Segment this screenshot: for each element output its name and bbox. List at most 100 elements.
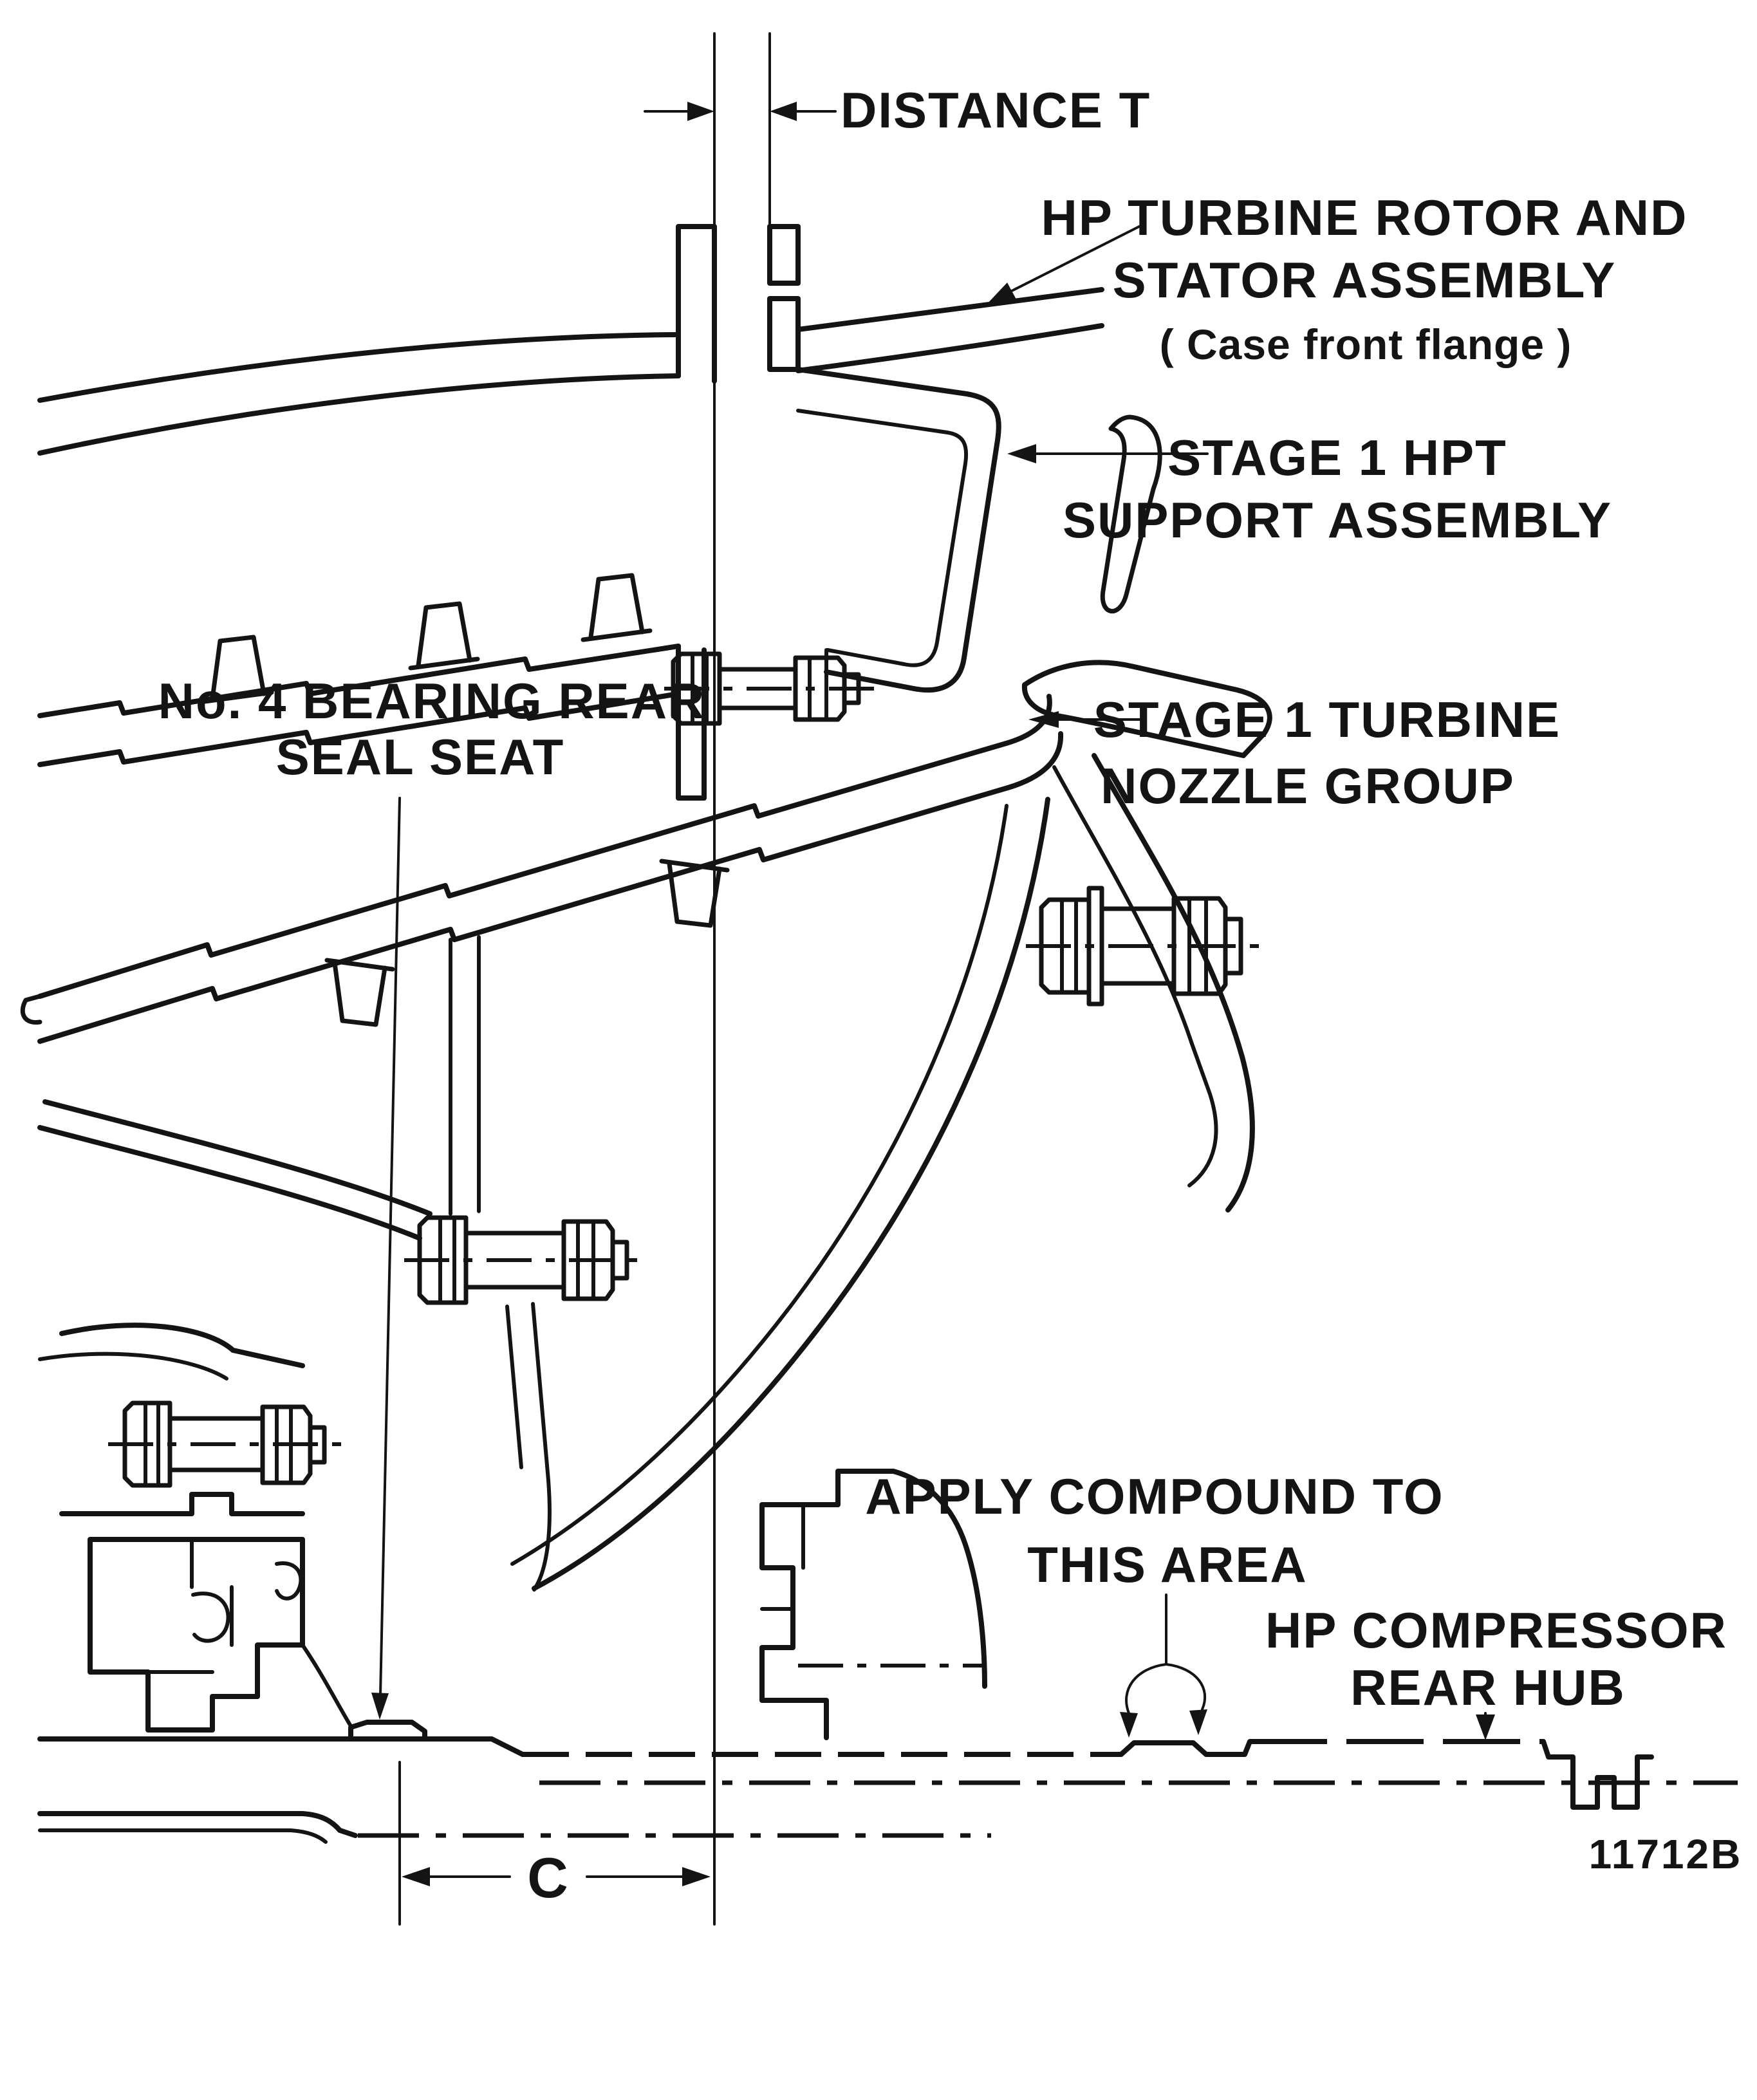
nozzle-vane-curve-inner [1052, 765, 1194, 1046]
seat-link [301, 1643, 353, 1728]
arrow-down-icon [371, 1693, 389, 1720]
balloon-arc-left [1125, 1663, 1167, 1714]
case-bottom-line-right [795, 323, 1104, 373]
case-flange-bracket [676, 644, 707, 801]
housing-top-curve [59, 1323, 305, 1368]
apply-compound-label-2: THIS AREA [1027, 1536, 1307, 1593]
nozzle-bolt-shank [1099, 906, 1176, 986]
housing-ledge [59, 1492, 305, 1516]
case-boss [408, 601, 480, 671]
hp-turbine-label-1: HP TURBINE ROTOR AND [1041, 189, 1688, 246]
no4-seal-seat [348, 1720, 427, 1740]
housing-top-inner [38, 1352, 228, 1380]
bearing-bolt-shank [167, 1416, 265, 1473]
leader-line [1009, 225, 1140, 293]
arrow-left-icon [402, 1867, 430, 1886]
stage1-nozzle-callout: STAGE 1 TURBINE NOZZLE GROUP [1028, 691, 1561, 814]
stage1-nozzle-label-1: STAGE 1 TURBINE [1093, 691, 1561, 748]
seal-housing-block [88, 1537, 305, 1733]
hub-end-clevis [1541, 1739, 1654, 1810]
hub-cone [759, 1469, 987, 1740]
compound-area-bump [1119, 1740, 1209, 1757]
hp-compressor-label-1: HP COMPRESSOR [1265, 1602, 1727, 1659]
c-dimension-label: C [527, 1846, 568, 1910]
arrow-left-icon [770, 102, 797, 121]
case-boss [324, 958, 395, 1027]
bearing-bolt-nut [260, 1404, 313, 1485]
support-inner-wall [796, 409, 969, 667]
arrow-down-icon [1476, 1714, 1495, 1740]
hub-cone-inner [760, 1503, 805, 1611]
distance-t-dimension: DISTANCE T [644, 82, 1151, 138]
lp-shaft-top [37, 1811, 358, 1838]
hp-turbine-callout: HP TURBINE ROTOR AND STATOR ASSEMBLY ( C… [986, 189, 1688, 368]
lp-shaft-bottom [38, 1828, 328, 1844]
arrow-left-icon [1028, 711, 1059, 728]
hub-cone-steps [759, 1469, 896, 1740]
hub-step-up [1242, 1739, 1252, 1757]
apply-compound-callout: APPLY COMPOUND TO THIS AREA [865, 1468, 1443, 1738]
hp-turbine-label-3: ( Case front flange ) [1160, 321, 1572, 368]
shaft-surface-left [37, 1736, 525, 1757]
case-front-flange [676, 224, 801, 384]
hp-turbine-label-2: STATOR ASSEMBLY [1113, 252, 1617, 308]
inner-case-curve-bottom [37, 1125, 422, 1241]
support-outer-wall [795, 367, 1001, 693]
support-cone-outer [532, 797, 1050, 1591]
case-boss [202, 635, 274, 704]
case-bottom-line [37, 373, 681, 456]
mid-bolt-shank [463, 1231, 566, 1290]
arrow-down-icon [1120, 1712, 1138, 1738]
nozzle-bolt-tip [1223, 916, 1243, 976]
flange-left-plate [676, 224, 717, 384]
mid-bolt-nut [561, 1219, 615, 1301]
bearing-housing [38, 1323, 427, 1740]
bearing-bolt-head [122, 1400, 172, 1488]
stage1-nozzle-label-2: NOZZLE GROUP [1101, 757, 1515, 814]
flange-right-plate-lower [767, 296, 801, 372]
cone-strut [505, 1302, 552, 1592]
stepped-case-top [37, 644, 681, 718]
hpt-support-assembly [795, 367, 1162, 693]
hp-compressor-callout: HP COMPRESSOR REAR HUB [1265, 1602, 1727, 1740]
mid-bolt-head [417, 1215, 469, 1305]
mid-frame [37, 797, 1050, 1592]
frame-hanger-struts [449, 935, 481, 1216]
diffuser-case [20, 694, 1064, 1044]
support-hook [1100, 414, 1162, 614]
distance-t-label: DISTANCE T [841, 82, 1151, 138]
balloon-arc-right [1165, 1663, 1207, 1711]
bearing-bolt-tip [308, 1425, 327, 1465]
case-boss [659, 859, 730, 928]
combustor-outer-case [37, 573, 707, 801]
nozzle-bolt-washer [1086, 886, 1104, 1007]
bolt-nut [793, 655, 847, 722]
flange-right-plate-upper [767, 224, 801, 286]
stage1-hpt-label-2: SUPPORT ASSEMBLY [1063, 492, 1612, 548]
arrow-right-icon [682, 1867, 711, 1886]
no4-bearing-label-1: No. 4 BEARING REAR [158, 673, 706, 729]
nozzle-vane-curve [1092, 753, 1255, 1213]
case-top-line-right [795, 287, 1104, 332]
seal-ring [275, 1561, 303, 1601]
nozzle-bolt-nut [1171, 896, 1228, 996]
c-dimension: C [402, 1846, 711, 1910]
stage1-hpt-label-1: STAGE 1 HPT [1167, 429, 1507, 486]
arrow-right-icon [687, 102, 714, 121]
seal-housing-inner [146, 1538, 234, 1674]
bolt-tip [842, 672, 861, 705]
hp-compressor-label-2: REAR HUB [1350, 1659, 1626, 1716]
case-top-line [37, 332, 681, 403]
support-cone-inner [510, 804, 1009, 1566]
arrow-left-icon [1007, 444, 1036, 463]
mid-bolt-tip [610, 1240, 629, 1281]
outer-turbine-case [37, 287, 1104, 456]
lp-shaft [37, 1811, 991, 1844]
diagonal-case-bottom [37, 731, 1064, 1044]
case-boss [581, 573, 653, 642]
case-end-hook [20, 994, 42, 1025]
leader-line [379, 797, 401, 1696]
diagonal-case-top [37, 694, 1052, 999]
